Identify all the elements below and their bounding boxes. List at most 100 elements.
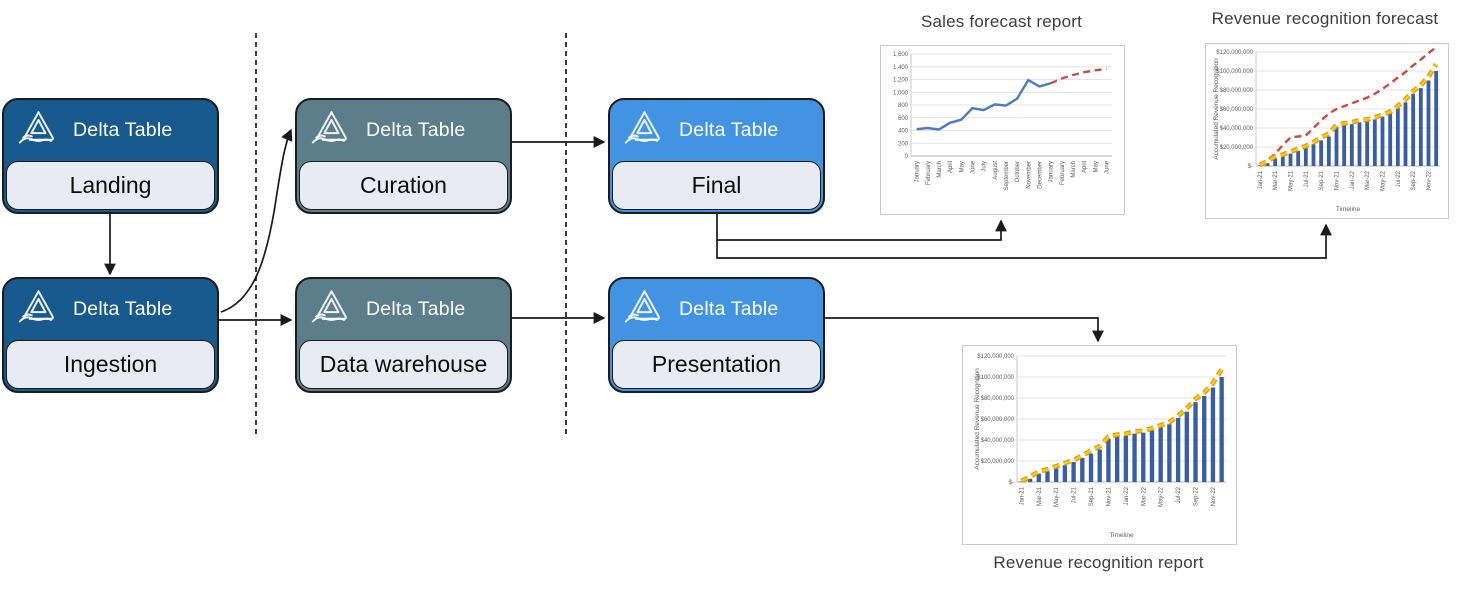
- svg-text:Nov-21: Nov-21: [1335, 170, 1341, 190]
- svg-text:200: 200: [898, 141, 909, 147]
- svg-text:600: 600: [898, 116, 909, 122]
- svg-text:December: December: [1037, 161, 1043, 189]
- svg-text:March: March: [937, 161, 943, 178]
- revenue-recognition-report-chart: $- $20,000,000 $40,000,000 $60,000,000 $80,0…: [962, 345, 1237, 545]
- node-final-header: Delta Table: [610, 100, 823, 161]
- svg-text:Jan-21: Jan-21: [1258, 170, 1264, 189]
- node-data-warehouse-header: Delta Table: [297, 279, 510, 340]
- svg-text:Jul-22: Jul-22: [1396, 170, 1402, 187]
- node-curation-header: Delta Table: [297, 100, 510, 161]
- svg-text:$120,000,000: $120,000,000: [1216, 50, 1253, 56]
- svg-text:Mar-22: Mar-22: [1141, 486, 1147, 506]
- node-final: Delta Table Final: [608, 98, 825, 214]
- svg-text:$80,000,000: $80,000,000: [981, 396, 1015, 402]
- delta-lake-logo-icon: [308, 108, 355, 154]
- revenue-recognition-forecast-chart: $-$20,000,000$40,000,000$60,000,000$80,0…: [1205, 43, 1449, 219]
- node-curation-body: Curation: [299, 161, 508, 210]
- svg-text:$40,000,000: $40,000,000: [981, 438, 1015, 444]
- node-stage-label: Presentation: [651, 351, 782, 377]
- arrow-ingestion-to-curation: [220, 128, 293, 313]
- svg-text:February: February: [1060, 161, 1066, 185]
- arrow-final-to-sales-report: [716, 214, 1007, 241]
- svg-text:Mar-21: Mar-21: [1037, 486, 1043, 506]
- svg-text:1,000: 1,000: [893, 90, 909, 96]
- arrow-presentation-to-revenue-report: [825, 317, 1104, 343]
- node-header-label: Delta Table: [679, 119, 779, 141]
- svg-text:February: February: [926, 161, 932, 185]
- delta-lake-logo-icon: [15, 108, 62, 154]
- svg-text:September: September: [1004, 161, 1010, 190]
- revenue-report-plot: $- $20,000,000 $40,000,000 $60,000,000 $80,0…: [974, 354, 1226, 539]
- svg-text:$100,000,000: $100,000,000: [977, 375, 1014, 381]
- svg-text:May-22: May-22: [1159, 486, 1165, 507]
- svg-text:Jan-22: Jan-22: [1350, 170, 1356, 189]
- svg-text:1,200: 1,200: [893, 78, 909, 84]
- node-stage-label: Landing: [69, 172, 152, 198]
- svg-text:May-21: May-21: [1289, 170, 1295, 191]
- svg-text:1,400: 1,400: [893, 65, 909, 71]
- svg-text:Sep-21: Sep-21: [1089, 486, 1095, 506]
- svg-text:Nov-22: Nov-22: [1211, 486, 1217, 506]
- sales-plot: 02004006008001,0001,2001,4001,600January…: [893, 52, 1112, 190]
- svg-text:March: March: [1071, 161, 1077, 178]
- node-stage-label: Final: [691, 172, 742, 198]
- node-stage-label: Data warehouse: [319, 351, 488, 377]
- node-data-warehouse: Delta Table Data warehouse: [295, 277, 512, 393]
- node-ingestion: Delta Table Ingestion: [2, 277, 219, 393]
- svg-text:Jul-22: Jul-22: [1176, 486, 1182, 503]
- svg-text:Nov-22: Nov-22: [1427, 170, 1433, 190]
- svg-text:January: January: [1049, 161, 1055, 182]
- node-final-body: Final: [612, 161, 821, 210]
- svg-text:May-22: May-22: [1381, 170, 1387, 191]
- node-landing: Delta Table Landing: [2, 98, 219, 214]
- node-curation: Delta Table Curation: [295, 98, 512, 214]
- delta-lake-logo-icon: [621, 287, 668, 333]
- svg-text:1,600: 1,600: [893, 52, 909, 58]
- svg-text:June: June: [1104, 160, 1110, 174]
- svg-text:Jul-21: Jul-21: [1304, 170, 1310, 187]
- node-ingestion-header: Delta Table: [4, 279, 217, 340]
- svg-text:$60,000,000: $60,000,000: [1220, 107, 1254, 113]
- svg-text:October: October: [1015, 161, 1021, 182]
- svg-text:April: April: [948, 161, 954, 173]
- svg-text:0: 0: [905, 154, 909, 160]
- svg-text:Accumulated Revenue Recognitio: Accumulated Revenue Recognition: [974, 368, 981, 470]
- node-header-label: Delta Table: [73, 298, 173, 320]
- svg-text:May: May: [959, 161, 965, 172]
- svg-text:$-: $-: [1009, 480, 1014, 486]
- svg-text:Jul-21: Jul-21: [1072, 486, 1078, 503]
- svg-text:Sep-22: Sep-22: [1194, 486, 1200, 506]
- svg-text:Sep-22: Sep-22: [1411, 170, 1417, 190]
- svg-text:$60,000,000: $60,000,000: [981, 417, 1015, 423]
- node-landing-header: Delta Table: [4, 100, 217, 161]
- node-presentation-header: Delta Table: [610, 279, 823, 340]
- node-data-warehouse-body: Data warehouse: [299, 340, 508, 389]
- node-presentation-body: Presentation: [612, 340, 821, 389]
- svg-text:$120,000,000: $120,000,000: [977, 354, 1014, 360]
- revenue-forecast-plot: $-$20,000,000$40,000,000$60,000,000$80,0…: [1213, 46, 1440, 213]
- node-presentation: Delta Table Presentation: [608, 277, 825, 393]
- svg-text:August: August: [993, 161, 999, 180]
- svg-text:Sep-21: Sep-21: [1319, 170, 1325, 190]
- svg-text:Accumulated Revenue Recognitio: Accumulated Revenue Recognition: [1213, 58, 1220, 160]
- node-header-label: Delta Table: [366, 298, 466, 320]
- delta-lake-logo-icon: [15, 287, 62, 333]
- delta-lake-logo-icon: [308, 287, 355, 333]
- svg-text:May-21: May-21: [1054, 486, 1060, 507]
- svg-text:$20,000,000: $20,000,000: [1220, 145, 1254, 151]
- svg-text:Mar-22: Mar-22: [1365, 170, 1371, 190]
- node-landing-body: Landing: [6, 161, 215, 210]
- svg-text:400: 400: [898, 129, 909, 135]
- sales-forecast-title: Sales forecast report: [920, 12, 1083, 31]
- node-stage-label: Ingestion: [63, 351, 158, 377]
- svg-text:$-: $-: [1248, 164, 1253, 170]
- svg-text:Mar-21: Mar-21: [1273, 170, 1279, 190]
- revenue-report-title: Revenue recognition report: [993, 553, 1204, 572]
- svg-text:Jan-22: Jan-22: [1124, 486, 1130, 505]
- svg-text:April: April: [1082, 161, 1088, 173]
- svg-text:$20,000,000: $20,000,000: [981, 459, 1015, 465]
- svg-text:May: May: [1093, 161, 1099, 172]
- delta-lake-logo-icon: [621, 108, 668, 154]
- svg-text:July: July: [982, 161, 988, 172]
